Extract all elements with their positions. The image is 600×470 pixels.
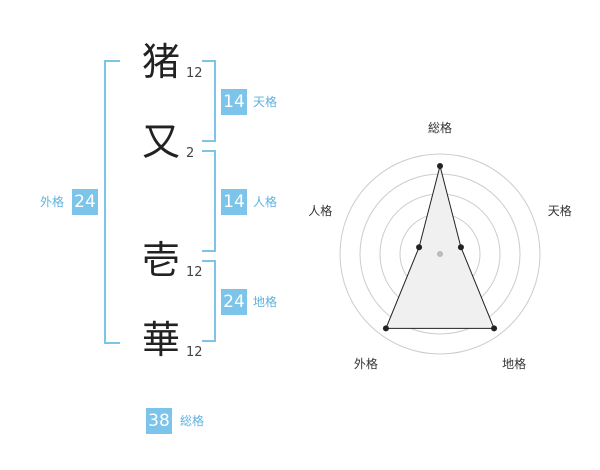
stroke-count-2: 2 <box>186 146 195 161</box>
name-char-3: 壱 <box>141 238 180 282</box>
stroke-count-3: 12 <box>186 265 203 280</box>
name-char-2: 又 <box>141 120 180 164</box>
radar-axis-label-soukaku: 総格 <box>428 120 452 135</box>
radar-point <box>382 325 389 332</box>
gaikaku-value: 24 <box>72 189 98 215</box>
radar-grid-ring <box>339 153 541 355</box>
radar-axis-label-gaikaku: 外格 <box>354 356 378 370</box>
gaikaku-label: 外格 <box>40 195 65 209</box>
chikaku-label: 地格 <box>253 295 278 309</box>
tenkaku-value: 14 <box>221 89 247 115</box>
radar-point <box>416 244 423 251</box>
radar-axis-label-tenkaku: 天格 <box>548 203 572 218</box>
jinkaku-label: 人格 <box>253 195 278 209</box>
radar-axis-label-jinkaku: 人格 <box>308 203 332 218</box>
soukaku-label: 総格 <box>180 414 205 428</box>
radar-point <box>491 325 498 332</box>
radar-point <box>457 244 464 251</box>
soukaku-value: 38 <box>146 408 172 434</box>
jinkaku-bracket <box>202 150 216 252</box>
name-char-1: 猪 <box>141 40 180 84</box>
tenkaku-bracket <box>202 60 216 142</box>
chikaku-value: 24 <box>221 289 247 315</box>
name-char-4: 華 <box>141 318 180 362</box>
jinkaku-value: 14 <box>221 189 247 215</box>
stroke-count-1: 12 <box>186 66 203 81</box>
radar-center-dot <box>437 251 443 257</box>
radar-points <box>382 163 498 332</box>
stroke-count-4: 12 <box>186 345 203 360</box>
tenkaku-label: 天格 <box>253 95 278 109</box>
chikaku-bracket <box>202 260 216 342</box>
gaikaku-bracket <box>104 60 120 344</box>
kakusu-radar-chart: 総格 天格 地格 外格 人格 <box>308 120 572 370</box>
radar-axis-label-chikaku: 地格 <box>502 356 526 370</box>
radar-point <box>437 163 443 169</box>
radar-polygon <box>385 165 495 329</box>
